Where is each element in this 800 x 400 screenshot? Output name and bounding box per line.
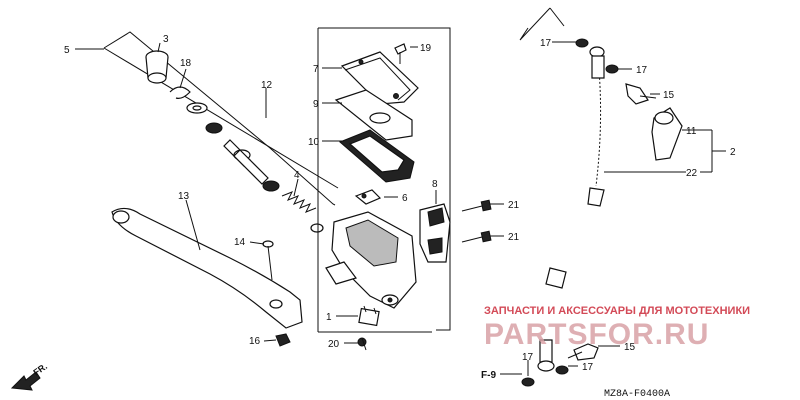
sealing-washer-lower-a: [521, 377, 535, 387]
callout-21b: 21: [508, 232, 520, 243]
switch-screw-part: [357, 337, 367, 351]
leader-lines: [157, 41, 686, 376]
brake-hose-group: [519, 7, 605, 372]
callout-9: 9: [313, 99, 319, 110]
holder-bolt-upper: [461, 199, 492, 212]
sealing-washer-upper-a: [575, 38, 589, 48]
oil-bolt-lower: [567, 343, 599, 361]
hose-guide-part: [651, 107, 683, 161]
washer-hole: [192, 105, 202, 111]
front-direction-arrow: [10, 371, 41, 391]
callout-11: 11: [686, 126, 697, 137]
callout-5: 5: [64, 45, 70, 56]
holder-bolt-lower: [461, 230, 492, 243]
spring-part: [281, 191, 317, 213]
cup-seal-part: [262, 180, 280, 192]
callout-18: 18: [180, 58, 192, 69]
callout-3: 3: [163, 34, 169, 45]
master-cylinder-group: [317, 27, 451, 351]
callout-21a: 21: [508, 200, 520, 211]
callout-12: 12: [261, 80, 273, 91]
watermark-logo: PARTSFOR.RU: [484, 318, 709, 351]
callout-15a: 15: [663, 90, 675, 101]
callout-6: 6: [402, 193, 408, 204]
master-cylinder-body: [325, 211, 417, 309]
drawing-code: MZ8A-F0400A: [604, 389, 670, 400]
holder-clip-part: [354, 189, 382, 205]
callout-16: 16: [249, 336, 261, 347]
dust-boot-part: [145, 50, 169, 84]
callout-13: 13: [178, 191, 190, 202]
callout-19: 19: [420, 43, 432, 54]
callout-4: 4: [294, 170, 300, 181]
screw-part: [394, 43, 407, 64]
brake-lever-part: [111, 207, 303, 329]
piston-kit-group: [75, 31, 339, 233]
sealing-washer-upper-b: [605, 64, 619, 74]
circlip-part: [169, 86, 191, 99]
callout-7: 7: [313, 64, 319, 75]
callout-10: 10: [308, 137, 320, 148]
oil-bolt-upper: [625, 83, 657, 105]
callout-15b: 15: [624, 342, 636, 353]
spring-seat-part: [310, 223, 324, 233]
callout-17a: 17: [540, 38, 552, 49]
callout-20: 20: [328, 339, 340, 350]
callout-14: 14: [234, 237, 246, 248]
callout-8: 8: [432, 179, 438, 190]
piston-part: [223, 139, 269, 185]
callout-2: 2: [730, 147, 736, 158]
callout-22: 22: [686, 168, 698, 179]
pivot-bolt-part: [262, 240, 274, 281]
brake-switch-part: [358, 305, 380, 327]
callouts: 5 3 18 12 4 13 14 16 7 9 10 19 6 8 1 20 …: [64, 34, 736, 373]
callout-17b: 17: [636, 65, 648, 76]
watermark-caption: ЗАПЧАСТИ И АКСЕССУАРЫ ДЛЯ МОТОТЕХНИКИ: [484, 305, 750, 317]
callout-1: 1: [326, 312, 332, 323]
diaphragm-part: [339, 129, 415, 183]
sealing-washer-lower-b: [555, 365, 569, 375]
callout-17c: 17: [522, 352, 534, 363]
seal-part: [205, 122, 223, 134]
holder-part: [419, 203, 451, 263]
pivot-nut-part: [275, 333, 291, 347]
diaphragm-plate-part: [334, 89, 413, 141]
callout-17d: 17: [582, 362, 594, 373]
figure-ref-label: F-9: [481, 370, 496, 381]
